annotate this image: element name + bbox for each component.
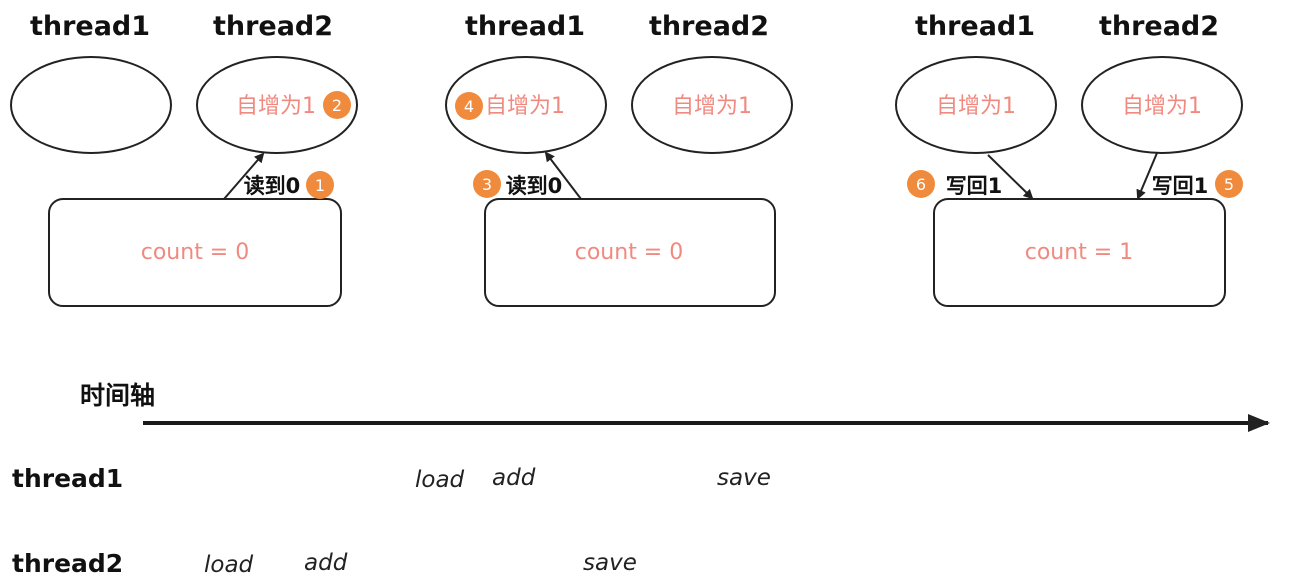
thread2-op-add: add xyxy=(304,550,348,576)
step-badge-5-label: 5 xyxy=(1224,175,1234,194)
timeline-title: 时间轴 xyxy=(80,381,155,410)
panel-3-thread1-title: thread1 xyxy=(915,11,1035,42)
panel-3-thread2-text: 自增为1 xyxy=(1122,94,1202,119)
panel-3-count-text: count = 1 xyxy=(1025,240,1134,265)
thread2-op-save: save xyxy=(583,550,637,576)
step-badge-6 xyxy=(907,170,935,198)
panel-1-count-text: count = 0 xyxy=(141,240,250,265)
step-badge-6-label: 6 xyxy=(916,175,926,194)
panel-1-read-label: 读到0 xyxy=(244,174,301,198)
timeline: 时间轴 thread1 load add save thread2 load a… xyxy=(12,381,1270,578)
panel-2-read-label: 读到0 xyxy=(506,174,563,198)
timeline-row-thread2-label: thread2 xyxy=(12,549,123,578)
step-badge-4-label: 4 xyxy=(464,97,474,116)
panel-3-writeback-arrow-thread2 xyxy=(1136,152,1158,200)
panel-1-count-box xyxy=(48,198,342,307)
step-badge-3-label: 3 xyxy=(482,175,492,194)
panel-2-read-arrow xyxy=(544,151,582,200)
thread2-op-load: load xyxy=(204,552,254,578)
panel-3-thread2-title: thread2 xyxy=(1099,11,1219,42)
panel-3-thread2-ellipse xyxy=(1081,56,1243,154)
panel-3-writeback-label-left: 写回1 xyxy=(946,174,1003,198)
step-badge-1-label: 1 xyxy=(315,176,325,195)
thread1-op-add: add xyxy=(492,465,536,491)
panel-2-thread1-text: 自增为1 xyxy=(485,94,565,119)
panel-3-writeback-arrow-thread1 xyxy=(987,154,1034,200)
thread1-op-save: save xyxy=(717,465,771,491)
panel-1-thread2-text: 自增为1 xyxy=(236,94,316,119)
panel-2-count-box xyxy=(484,198,776,307)
panel-2-thread2-ellipse xyxy=(631,56,793,154)
panel-1-thread2-ellipse xyxy=(196,56,358,154)
panel-2-thread1-title: thread1 xyxy=(465,11,585,42)
step-badge-2-label: 2 xyxy=(332,96,342,115)
panel-1-thread1-ellipse xyxy=(10,56,172,154)
panel-2-thread2-text: 自增为1 xyxy=(672,94,752,119)
panel-2: thread1 thread2 4 自增为1 自增为1 count = 0 3 … xyxy=(445,11,793,307)
panel-1-thread2-title: thread2 xyxy=(213,11,333,42)
panel-1-read-arrow xyxy=(223,152,265,200)
panel-3-thread1-text: 自增为1 xyxy=(936,94,1016,119)
panel-2-thread2-title: thread2 xyxy=(649,11,769,42)
step-badge-5 xyxy=(1215,170,1243,198)
timeline-row-thread1-label: thread1 xyxy=(12,464,123,493)
panel-3-count-box xyxy=(933,198,1226,307)
panel-2-count-text: count = 0 xyxy=(575,240,684,265)
step-badge-3 xyxy=(473,170,501,198)
thread1-op-load: load xyxy=(415,467,465,493)
panel-1: thread1 thread2 自增为1 2 count = 0 读到0 1 xyxy=(10,11,358,307)
step-badge-1 xyxy=(306,171,334,199)
step-badge-4 xyxy=(455,92,483,120)
panel-3-thread1-ellipse xyxy=(895,56,1057,154)
step-badge-2 xyxy=(323,91,351,119)
panel-1-thread1-title: thread1 xyxy=(30,11,150,42)
panel-3: thread1 thread2 自增为1 自增为1 count = 1 6 写回… xyxy=(895,11,1243,307)
panel-2-thread1-ellipse xyxy=(445,56,607,154)
panel-3-writeback-label-right: 写回1 xyxy=(1152,174,1209,198)
